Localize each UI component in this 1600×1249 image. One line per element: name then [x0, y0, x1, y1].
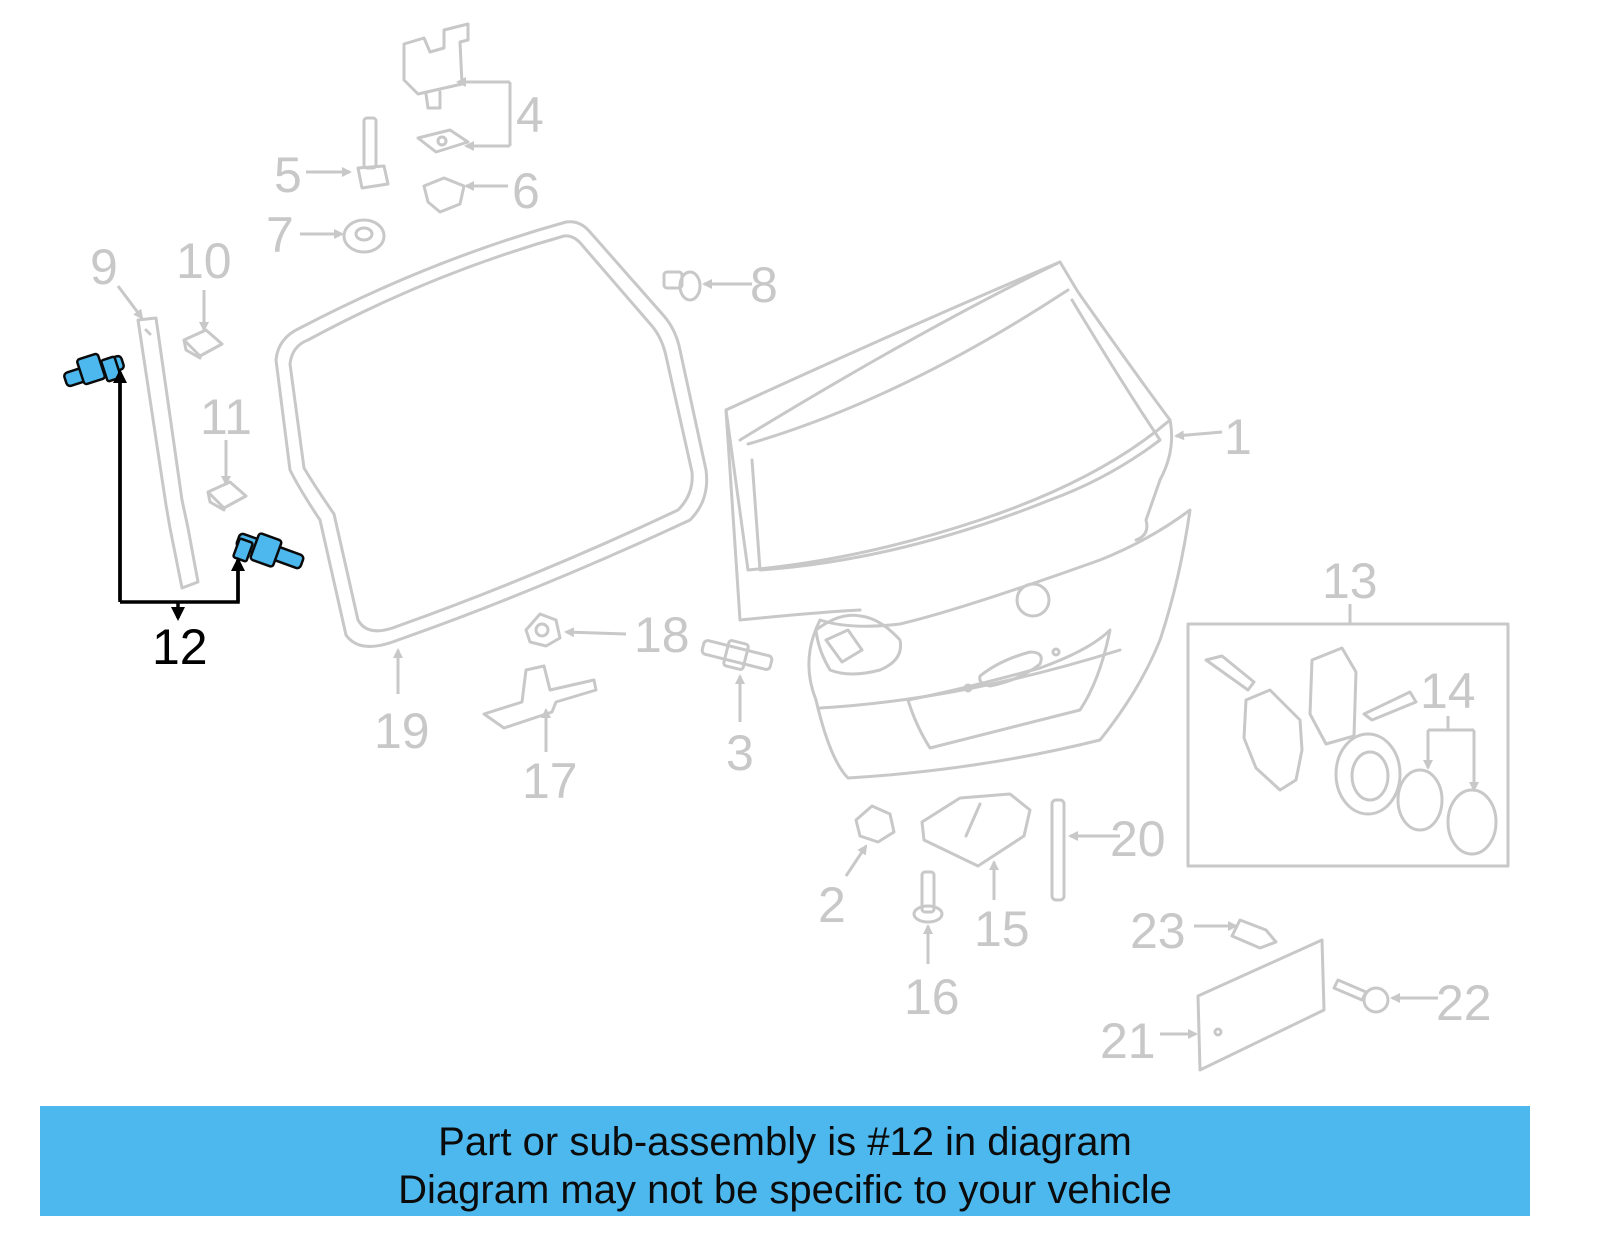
stud-12-lower	[232, 532, 305, 570]
bumper-8	[662, 270, 702, 302]
callout-7: 7	[266, 207, 294, 263]
grommet-7	[342, 218, 386, 254]
callout-10: 10	[176, 233, 232, 289]
stud-3	[700, 639, 774, 671]
bolt-5	[356, 116, 390, 190]
callout-22: 22	[1436, 975, 1492, 1031]
trim-strip	[136, 316, 200, 590]
banner-line-disclaimer: Diagram may not be specific to your vehi…	[398, 1168, 1172, 1212]
clip-10	[182, 328, 224, 360]
callout-9: 9	[90, 239, 118, 295]
nut-18	[524, 612, 562, 648]
screw-22	[1332, 978, 1390, 1014]
callout-8: 8	[750, 257, 778, 313]
callout-3: 3	[726, 725, 754, 781]
banner-line-part: Part or sub-assembly is #12 in diagram	[438, 1120, 1132, 1164]
callout-19: 19	[374, 703, 430, 759]
info-banner: Part or sub-assembly is #12 in diagram D…	[40, 1106, 1530, 1216]
bracket-17	[482, 664, 598, 730]
module-15	[920, 792, 1032, 868]
callout-5: 5	[274, 147, 302, 203]
callout-12: 12	[152, 619, 208, 675]
leader-lines	[116, 77, 1479, 1039]
pin-23	[1230, 918, 1278, 950]
nut-2	[854, 804, 896, 844]
callout-20: 20	[1110, 811, 1166, 867]
callout-6: 6	[512, 163, 540, 219]
block-6	[422, 176, 466, 214]
hinge-4	[402, 22, 470, 154]
callout-21: 21	[1100, 1013, 1156, 1069]
lock-assembly-13	[1186, 622, 1510, 868]
callout-14: 14	[1420, 663, 1476, 719]
stud-12-upper	[63, 352, 125, 388]
callout-18: 18	[634, 607, 690, 663]
callout-16: 16	[904, 969, 960, 1025]
callout-1: 1	[1224, 409, 1252, 465]
plate-21	[1196, 938, 1326, 1072]
callout-23: 23	[1130, 903, 1186, 959]
rod-20	[1050, 798, 1066, 902]
callout-4: 4	[516, 87, 544, 143]
callout-13: 13	[1322, 553, 1378, 609]
screw-16	[912, 870, 944, 924]
clip-11	[206, 480, 248, 512]
callout-2: 2	[818, 877, 846, 933]
callout-17: 17	[522, 753, 578, 809]
callout-15: 15	[974, 901, 1030, 957]
liftgate-panel	[724, 260, 1192, 780]
weatherstrip-seal	[274, 220, 709, 648]
callout-11: 11	[200, 389, 252, 445]
